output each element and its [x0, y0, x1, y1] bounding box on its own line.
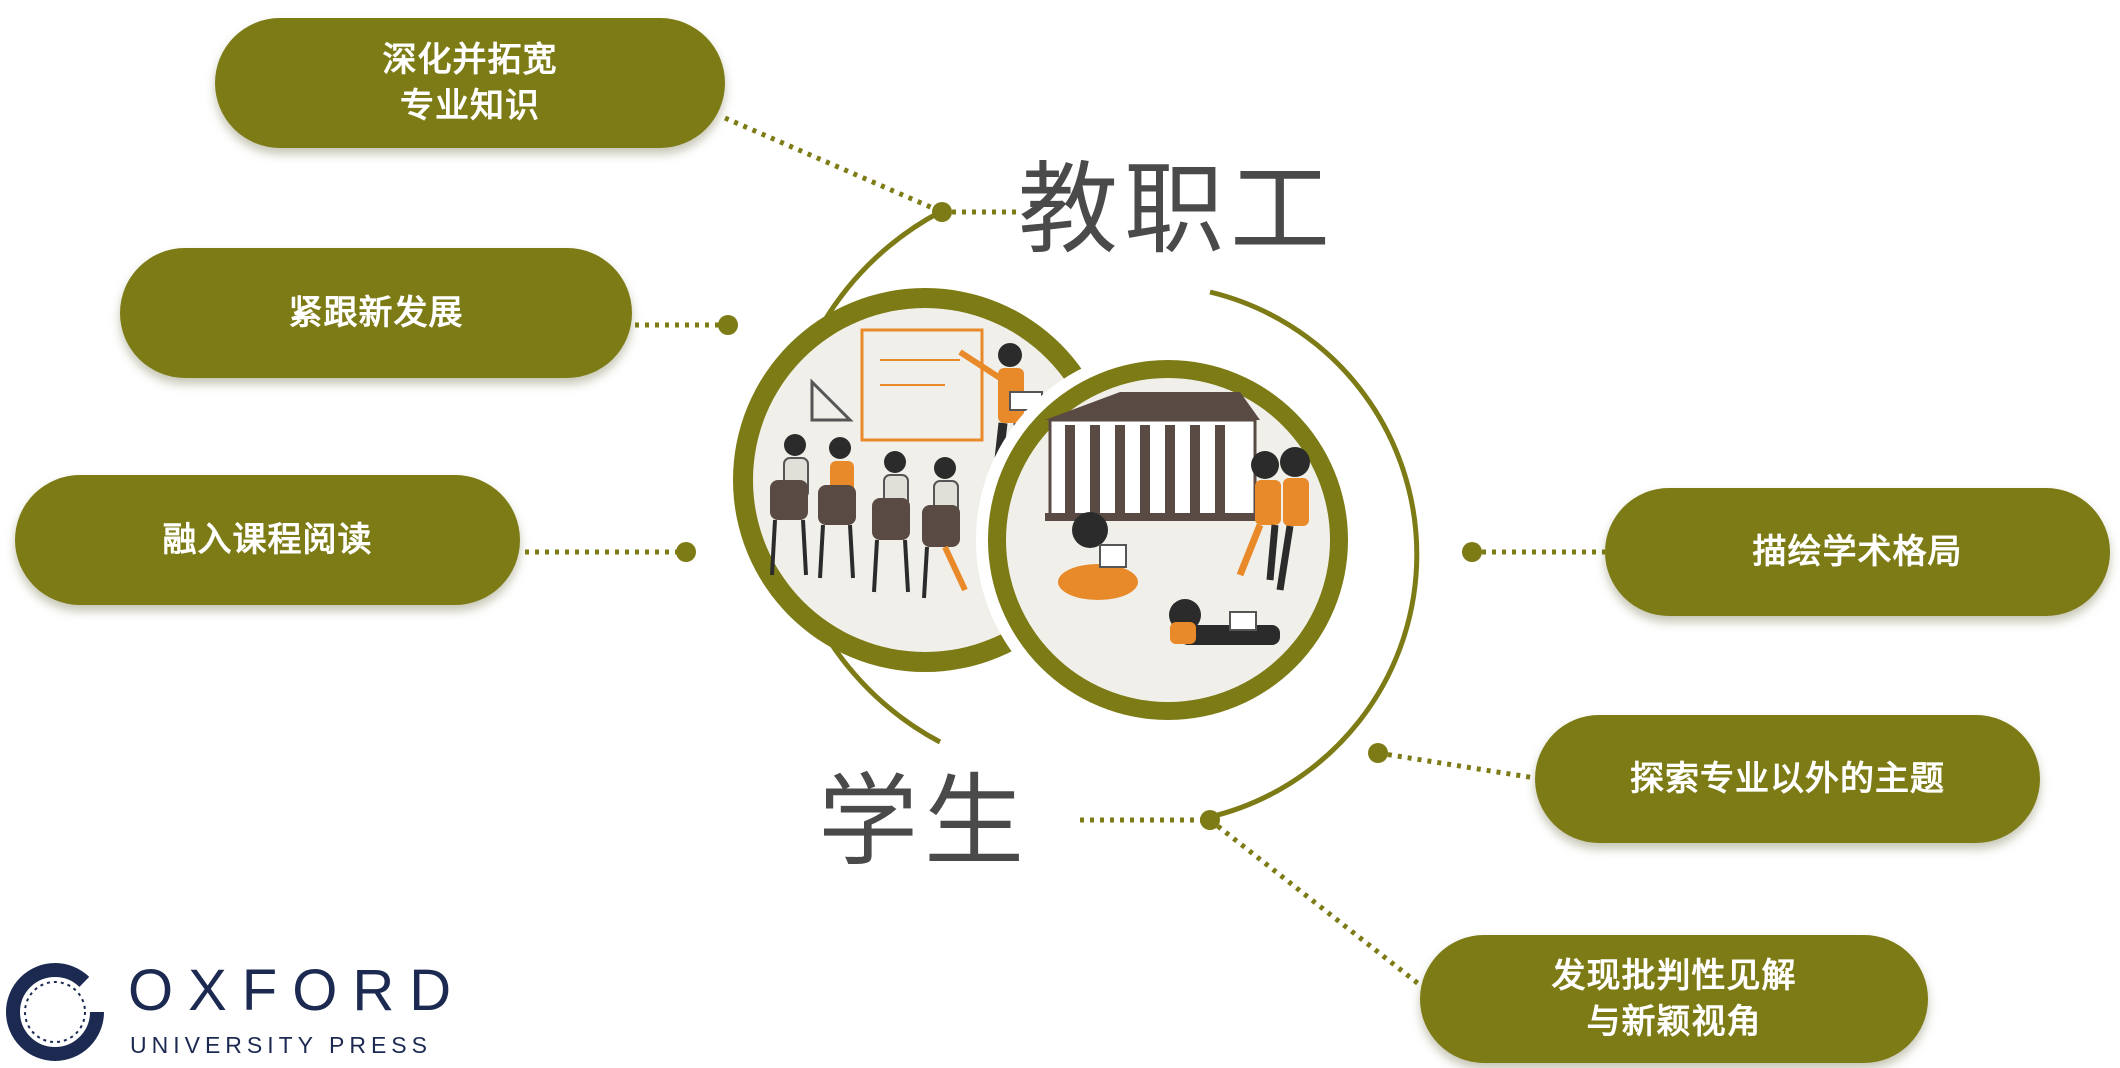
oxford-emblem-icon [6, 963, 104, 1061]
building-icon [1045, 392, 1260, 521]
campus-illustration [976, 348, 1360, 732]
pill-keep-up-developments[interactable]: 紧跟新发展 [120, 248, 632, 378]
staff-label: 教职工 [1018, 151, 1336, 268]
logo-wordmark: OXFORD [128, 958, 467, 1023]
students-arc [1209, 289, 1420, 820]
pill-deepen-knowledge[interactable]: 深化并拓宽 专业知识 [215, 18, 725, 148]
pill-explore-beyond-subject[interactable]: 探索专业以外的主题 [1535, 715, 2040, 843]
whiteboard-icon [860, 328, 984, 442]
triangle-icon [810, 378, 854, 422]
students-seated [770, 434, 968, 599]
pill-critical-insights[interactable]: 发现批判性见解 与新颖视角 [1420, 935, 1928, 1063]
oxford-logo[interactable]: OXFORD UNIVERSITY PRESS [0, 960, 460, 1068]
pill-course-reading[interactable]: 融入课程阅读 [15, 475, 520, 605]
pill-map-academic-landscape[interactable]: 描绘学术格局 [1605, 488, 2110, 616]
connector-dots [676, 202, 1482, 830]
logo-subline: UNIVERSITY PRESS [130, 1032, 432, 1058]
connector-explore [1377, 750, 1536, 781]
dotted-connectors [525, 115, 1605, 987]
connector-deepen [724, 115, 943, 215]
students-label: 学生 [818, 763, 1030, 880]
connector-critical [1208, 818, 1422, 987]
